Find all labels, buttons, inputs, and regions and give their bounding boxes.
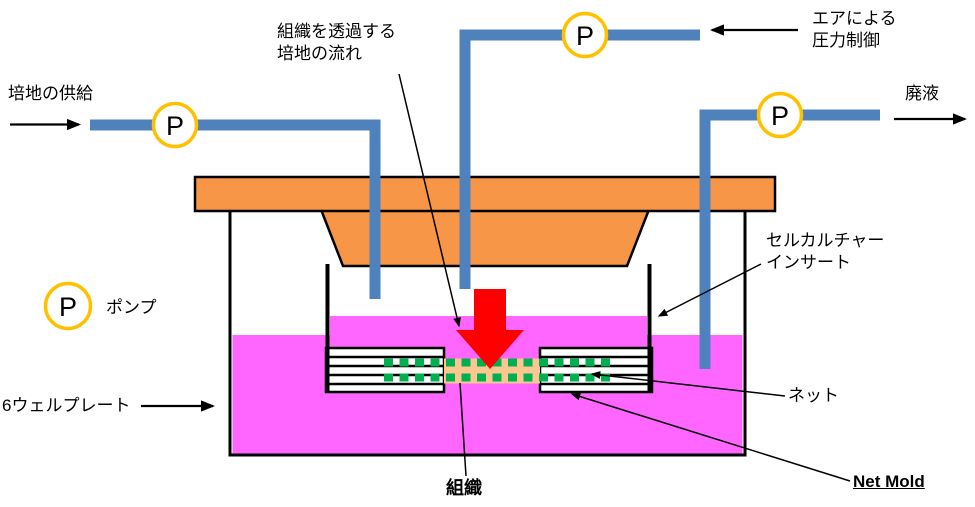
flow-label: 組織を透過する 培地の流れ <box>277 21 396 66</box>
net-left-body <box>324 346 446 394</box>
pump-letter: P <box>166 111 184 141</box>
wellplate-label: 6ウェルプレート <box>2 395 130 417</box>
waste-pipe <box>699 109 880 369</box>
insert-wall-left <box>325 264 330 393</box>
pump-supply: P <box>151 101 199 149</box>
waste-label: 廃液 <box>905 83 939 105</box>
waste-label-text: 廃液 <box>905 84 939 103</box>
insert-label: セルカルチャー インサート <box>766 230 884 275</box>
flow-label-line2: 培地の流れ <box>277 44 362 64</box>
pump-circle <box>43 281 93 331</box>
net-left <box>324 346 446 394</box>
pump-waste: P <box>756 91 804 139</box>
tissue-label-line <box>459 382 467 477</box>
supply-label-text: 培地の供給 <box>8 84 93 103</box>
insert-label-line1: セルカルチャー <box>766 231 885 250</box>
pump-legend: P <box>43 281 93 331</box>
net-right-stripes <box>540 355 652 386</box>
netmold-label-text: Net Mold <box>853 472 925 491</box>
net-label: ネット <box>788 385 839 407</box>
tissue-label: 組織 <box>446 477 482 501</box>
pump-letter: P <box>59 292 77 322</box>
insert-wall-right <box>647 264 652 393</box>
air-label-line2: 圧力制御 <box>812 31 880 51</box>
net-label-pointer <box>590 371 786 397</box>
pump-circle <box>561 11 609 59</box>
pump-letter: P <box>771 101 789 131</box>
insert-label-line2: インサート <box>766 253 851 273</box>
wellplate-label-text: 6ウェルプレート <box>2 396 131 415</box>
netmold-label: Net Mold <box>853 471 925 493</box>
lid-plate <box>193 175 777 213</box>
air-pipe <box>459 29 700 289</box>
pump-legend-label: ポンプ <box>106 297 157 319</box>
flow-down-arrow <box>456 289 524 369</box>
insert-label-pointer <box>657 263 762 317</box>
pump-legend-text: ポンプ <box>106 298 157 317</box>
air-label: エアによる 圧力制御 <box>812 8 897 53</box>
pump-circle <box>151 101 199 149</box>
net-right <box>538 346 654 394</box>
air-label-line1: エアによる <box>812 9 897 28</box>
flow-label-pointer <box>398 73 461 328</box>
pump-letter: P <box>576 21 594 51</box>
pump-circle <box>756 91 804 139</box>
tissue-label-text: 組織 <box>446 478 482 498</box>
net-right-body <box>538 346 654 394</box>
supply-label: 培地の供給 <box>8 83 93 105</box>
pump-air: P <box>561 11 609 59</box>
flow-label-line1: 組織を透過する <box>277 22 396 41</box>
netmold-label-pointer <box>570 392 851 482</box>
net-label-text: ネット <box>788 386 839 405</box>
